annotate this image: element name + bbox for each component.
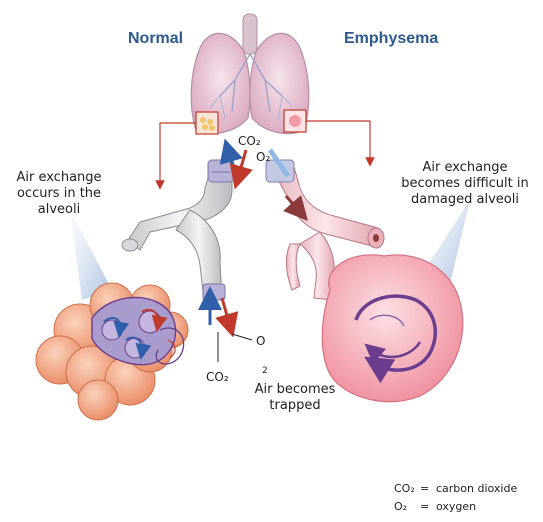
emphysema-airway [265, 159, 385, 301]
emphysema-exchange-label: Air exchange becomes difficult in damage… [401, 160, 529, 207]
normal-heading: Normal [128, 30, 184, 47]
co2-top-label: CO₂ [238, 134, 261, 148]
lungs [190, 13, 310, 135]
normal-alveoli [35, 282, 189, 421]
o2-top-label: O₂ [256, 150, 271, 164]
legend-o2-eq: = [420, 500, 430, 513]
normal-airway [121, 159, 235, 301]
legend-o2-symbol: O₂ [394, 500, 408, 513]
normal-beam [70, 210, 112, 300]
emphysema-heading: Emphysema [344, 30, 439, 47]
o-bottom-label: O [256, 334, 266, 348]
co2-bottom-label: CO₂ [206, 370, 229, 384]
legend-co2-meaning: carbon dioxide [436, 482, 518, 495]
normal-zoom-box [195, 111, 219, 135]
legend-co2-eq: = [420, 482, 430, 495]
normal-exchange-label: Air exchange occurs in the alveoli [16, 170, 102, 217]
stray-subscript: 2 [262, 366, 268, 376]
legend-co2-symbol: CO₂ [394, 482, 415, 495]
emphysema-alveolus [321, 254, 464, 403]
trapped-label: Air becomes trapped [254, 382, 336, 413]
legend-o2-meaning: oxygen [436, 500, 477, 513]
